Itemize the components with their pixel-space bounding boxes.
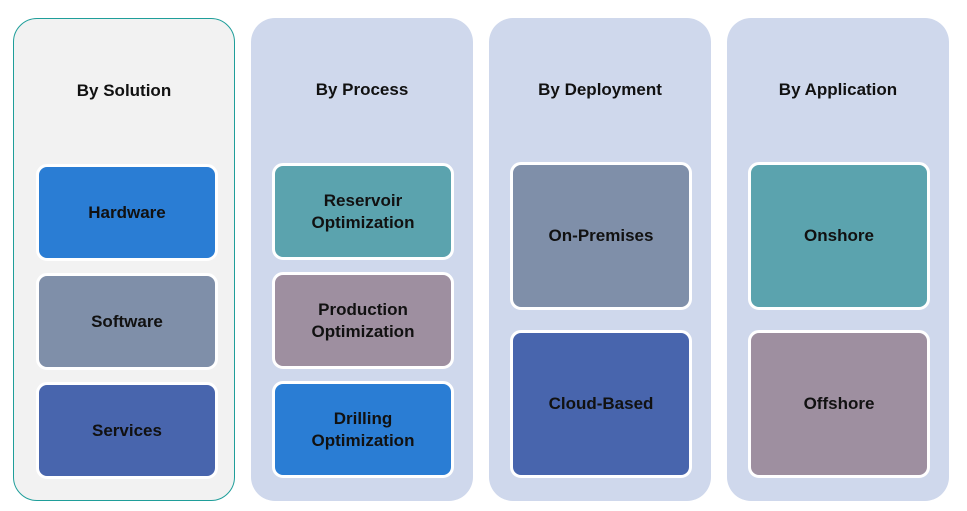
segment-box-offshore: Offshore bbox=[748, 330, 930, 478]
segment-box-cloud-based: Cloud-Based bbox=[510, 330, 692, 478]
segment-box-production-optimization: Production Optimization bbox=[272, 272, 454, 369]
segment-box-on-premises: On-Premises bbox=[510, 162, 692, 310]
column-title: By Process bbox=[315, 80, 409, 99]
segment-column-application: By Application Onshore Offshore bbox=[727, 18, 949, 501]
segment-column-process: By Process Reservoir Optimization Produc… bbox=[251, 18, 473, 501]
column-title: By Solution bbox=[76, 81, 172, 100]
segment-box-reservoir-optimization: Reservoir Optimization bbox=[272, 163, 454, 260]
column-title: By Deployment bbox=[538, 80, 662, 99]
segment-box-drilling-optimization: Drilling Optimization bbox=[272, 381, 454, 478]
segment-column-deployment: By Deployment On-Premises Cloud-Based bbox=[489, 18, 711, 501]
segment-box-services: Services bbox=[36, 382, 218, 479]
segment-box-hardware: Hardware bbox=[36, 164, 218, 261]
segment-column-solution: By Solution Hardware Software Services bbox=[13, 18, 235, 501]
segment-box-onshore: Onshore bbox=[748, 162, 930, 310]
column-title: By Application bbox=[778, 80, 898, 99]
segment-box-software: Software bbox=[36, 273, 218, 370]
